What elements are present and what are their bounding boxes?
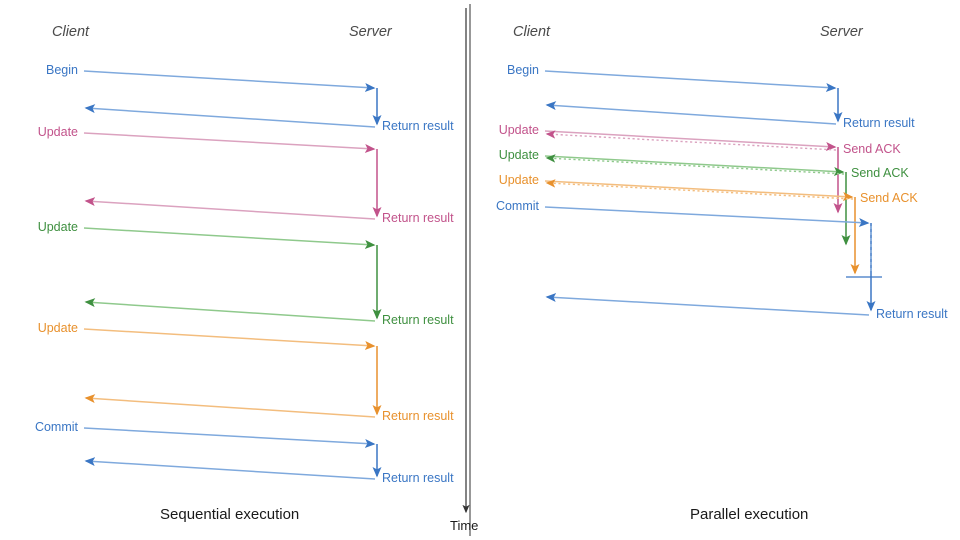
request-arrow (544, 155, 845, 177)
request-arrow (544, 180, 854, 202)
message-parallel-update-2 (544, 154, 851, 246)
server-response-label: Send ACK (843, 142, 901, 156)
server-response-label: Return result (382, 119, 454, 133)
server-response-label: Send ACK (851, 166, 909, 180)
message-parallel-commit (544, 206, 876, 316)
client-message-label: Update (37, 125, 78, 139)
request-arrow (544, 70, 837, 92)
message-sequential-update-1 (83, 132, 382, 220)
request-arrow (544, 206, 870, 228)
server-response-label: Return result (843, 116, 915, 130)
message-sequential-update-3 (83, 328, 382, 418)
request-arrow (83, 328, 376, 350)
server-response-label: Return result (382, 313, 454, 327)
message-sequential-begin (83, 70, 382, 128)
panel-sequential (83, 70, 382, 480)
ack-arrow (545, 130, 837, 151)
server-response-label: Return result (382, 409, 454, 423)
client-message-label: Update (37, 220, 78, 234)
ack-arrow (545, 179, 854, 200)
client-message-label: Update (37, 321, 78, 335)
server-response-label: Return result (382, 211, 454, 225)
response-arrow (84, 457, 376, 480)
request-arrow (83, 427, 376, 448)
panel-parallel (544, 70, 876, 316)
server-response-label: Return result (382, 471, 454, 485)
ack-arrow (545, 154, 845, 175)
panel-header-server: Server (349, 24, 392, 40)
message-sequential-commit (83, 427, 382, 480)
panels-layer (83, 70, 882, 480)
panel-caption: Sequential execution (160, 506, 300, 523)
server-response-label: Send ACK (860, 191, 918, 205)
client-message-label: Begin (46, 63, 78, 77)
message-parallel-begin (544, 70, 843, 125)
panel-caption: Parallel execution (690, 506, 809, 523)
client-message-label: Commit (495, 199, 539, 213)
request-arrow (83, 132, 376, 153)
message-parallel-update-3 (544, 179, 860, 275)
response-arrow (84, 394, 376, 418)
client-message-label: Commit (34, 420, 78, 434)
client-message-label: Begin (507, 63, 539, 77)
request-arrow (544, 130, 837, 151)
response-arrow (84, 197, 376, 220)
message-sequential-update-2 (83, 227, 382, 322)
time-axis-label: Time (450, 518, 479, 533)
response-arrow (545, 101, 837, 125)
client-message-label: Update (498, 123, 539, 137)
request-arrow (83, 70, 376, 92)
response-arrow (84, 104, 376, 128)
message-parallel-update-1 (544, 130, 843, 214)
client-message-label: Update (498, 173, 539, 187)
request-arrow (83, 227, 376, 249)
response-arrow (84, 298, 376, 322)
server-response-label: Return result (876, 307, 948, 321)
panel-header-client: Client (52, 24, 90, 40)
panel-parallel-commit-bracket (846, 226, 882, 278)
client-message-label: Update (498, 148, 539, 162)
panel-header-client: Client (513, 24, 551, 40)
response-arrow (545, 293, 870, 316)
panel-header-server: Server (820, 24, 863, 40)
